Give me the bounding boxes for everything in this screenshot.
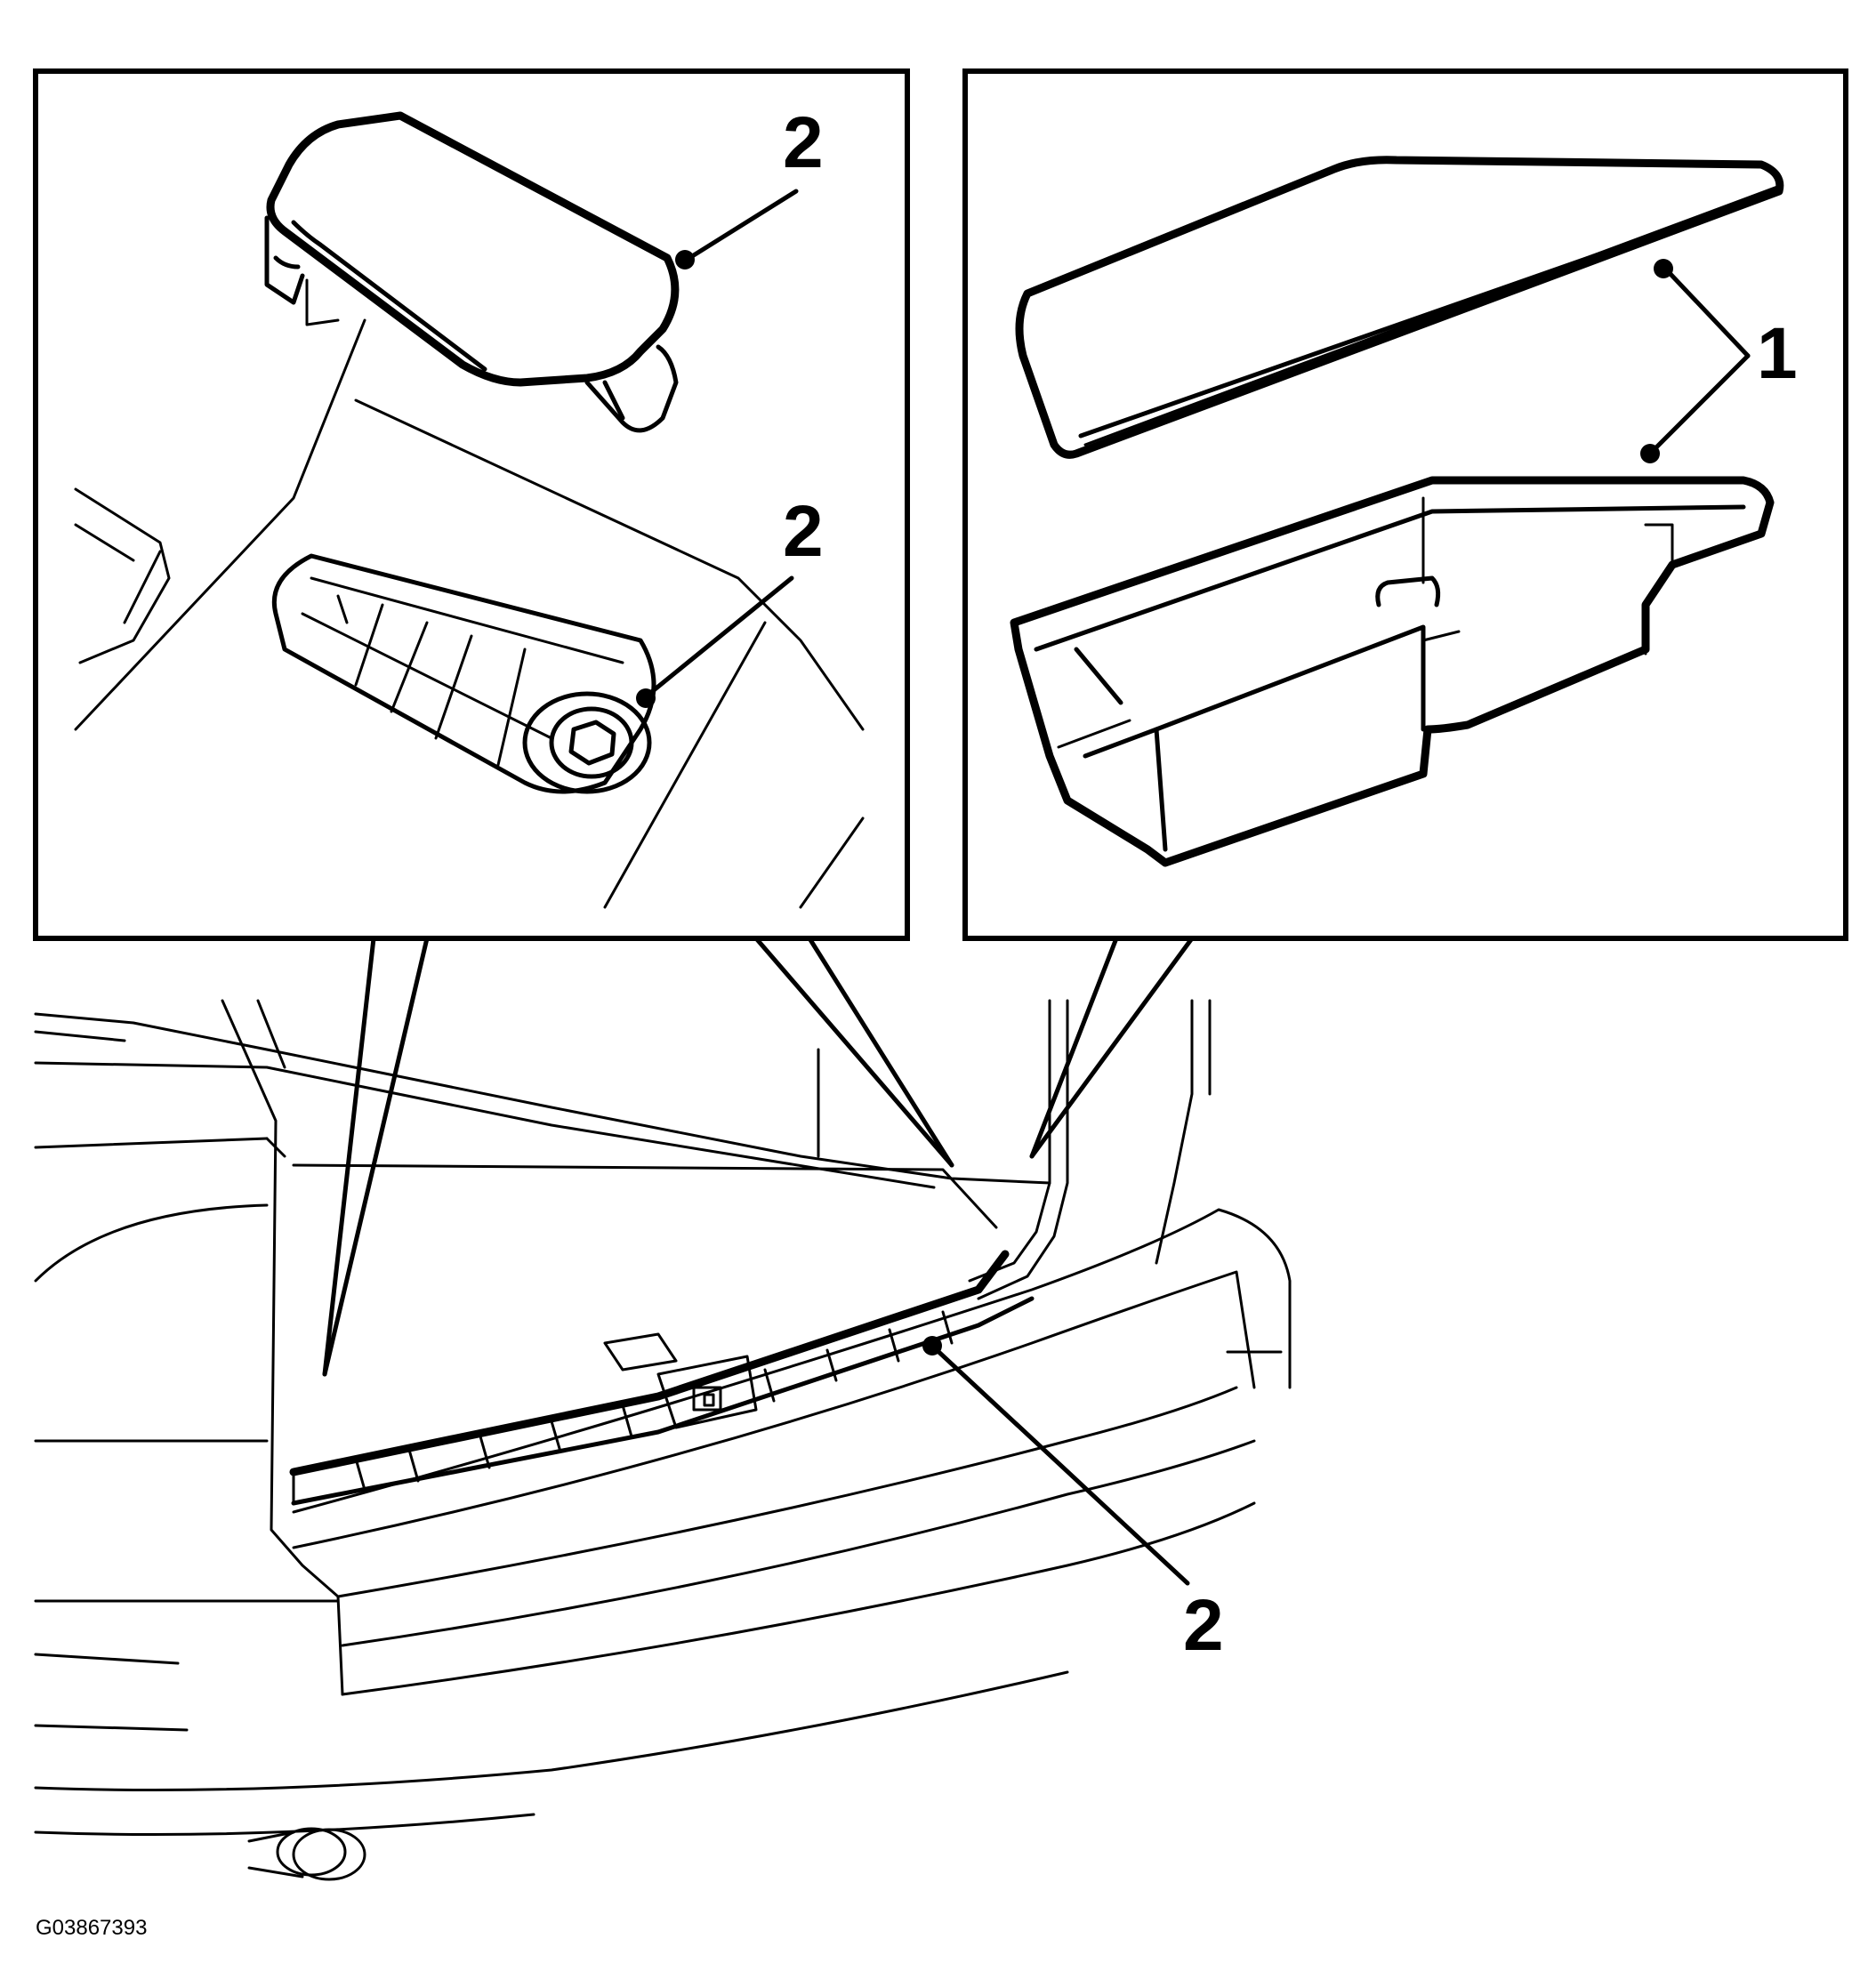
right-detail-inset xyxy=(962,68,1848,1159)
storage-lid xyxy=(1015,156,1784,459)
callout-leaders xyxy=(636,189,1751,1586)
left-detail-inset xyxy=(33,68,954,1377)
callout-label-left-top: 2 xyxy=(783,102,824,183)
callout-label-right: 1 xyxy=(1757,313,1798,394)
callout-label-bottom: 2 xyxy=(1183,1585,1224,1666)
figure-id-label: G03867393 xyxy=(36,1916,147,1940)
cover-cap xyxy=(264,111,680,433)
callout-label-left-middle: 2 xyxy=(783,491,824,572)
vehicle-rear-view xyxy=(34,999,1292,1881)
storage-box xyxy=(1010,476,1775,867)
